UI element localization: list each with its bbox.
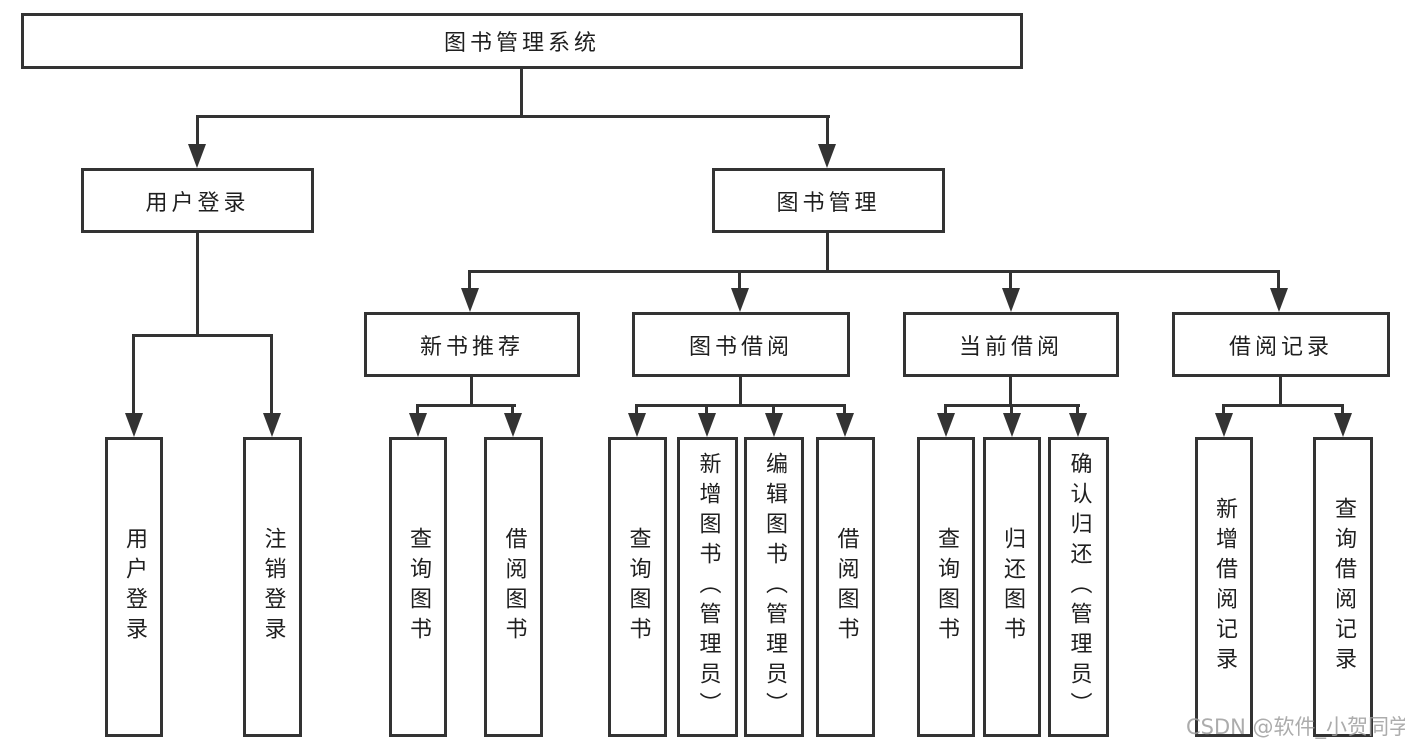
- leaf-label: 确认归还（管理员）: [1066, 452, 1092, 722]
- leaf-label: 新增借阅记录: [1212, 497, 1237, 677]
- csdn-watermark: CSDN @软件_小贺同学: [1186, 715, 1405, 739]
- connector-line: [520, 69, 523, 118]
- tree-node-label: 图书借阅: [688, 334, 793, 360]
- arrowhead-down: [765, 413, 783, 437]
- leaf-node-add-borrow-record: 新增借阅记录: [1195, 437, 1253, 737]
- leaf-label: 借阅图书: [501, 527, 527, 647]
- connector-line: [196, 233, 199, 336]
- arrowhead-down: [1334, 413, 1352, 437]
- connector-line: [1009, 270, 1012, 290]
- arrowhead-down: [188, 144, 206, 168]
- connector-line: [132, 334, 135, 416]
- arrowhead-down: [1215, 413, 1233, 437]
- arrowhead-down: [1003, 413, 1021, 437]
- tree-node-new-book-recommend: 新书推荐: [364, 312, 580, 377]
- connector-line: [826, 233, 829, 273]
- connector-line: [470, 377, 473, 406]
- connector-line: [270, 334, 273, 416]
- arrowhead-down: [461, 288, 479, 312]
- connector-line: [511, 404, 514, 416]
- leaf-label: 查询图书: [934, 527, 959, 647]
- leaf-node-borrow-book: 借阅图书: [816, 437, 875, 737]
- arrowhead-down: [263, 413, 281, 437]
- tree-node-user-login-label: 用户登录: [145, 190, 250, 216]
- connector-line: [468, 270, 471, 290]
- tree-node-book-borrow: 图书借阅: [632, 312, 850, 377]
- arrowhead-down: [818, 144, 836, 168]
- tree-node-root-label: 图书管理系统: [443, 31, 600, 56]
- connector-line: [196, 115, 830, 118]
- leaf-label: 新增图书（管理员）: [695, 452, 721, 722]
- tree-node-borrow-records: 借阅记录: [1172, 312, 1390, 377]
- leaf-node-logout: 注销登录: [243, 437, 302, 737]
- leaf-label: 查询图书: [406, 527, 431, 647]
- connector-line: [636, 404, 846, 407]
- connector-line: [705, 404, 708, 416]
- connector-line: [1222, 404, 1225, 416]
- leaf-label: 归还图书: [1000, 527, 1025, 647]
- connector-line: [944, 404, 947, 416]
- connector-line: [416, 404, 419, 416]
- connector-line: [635, 404, 638, 416]
- connector-line: [739, 377, 742, 406]
- leaf-node-query-book: 查询图书: [917, 437, 975, 737]
- arrowhead-down: [937, 413, 955, 437]
- leaf-label: 编辑图书（管理员）: [762, 452, 787, 722]
- arrowhead-down: [836, 413, 854, 437]
- tree-node-label: 当前借阅: [958, 334, 1063, 360]
- arrowhead-down: [409, 413, 427, 437]
- connector-line: [1076, 404, 1079, 416]
- arrowhead-down: [1069, 413, 1087, 437]
- leaf-label: 注销登录: [260, 527, 286, 647]
- leaf-node-query-book: 查询图书: [389, 437, 447, 737]
- arrowhead-down: [698, 413, 716, 437]
- connector-line: [1222, 404, 1344, 407]
- arrowhead-down: [1270, 288, 1288, 312]
- arrowhead-down: [628, 413, 646, 437]
- leaf-label: 查询借阅记录: [1331, 497, 1356, 677]
- leaf-node-edit-book-admin: 编辑图书（管理员）: [744, 437, 804, 737]
- arrowhead-down: [125, 413, 143, 437]
- leaf-node-borrow-book: 借阅图书: [484, 437, 543, 737]
- leaf-node-confirm-return-admin: 确认归还（管理员）: [1048, 437, 1109, 737]
- connector-line: [132, 334, 273, 337]
- leaf-label: 借阅图书: [833, 527, 859, 647]
- tree-node-label: 借阅记录: [1228, 334, 1333, 360]
- arrowhead-down: [504, 413, 522, 437]
- connector-line: [196, 115, 199, 147]
- leaf-node-query-borrow-record: 查询借阅记录: [1313, 437, 1373, 737]
- connector-line: [1009, 377, 1012, 406]
- tree-node-book-mgmt: 图书管理: [712, 168, 945, 233]
- leaf-label: 查询图书: [625, 527, 651, 647]
- leaf-label: 用户登录: [122, 527, 147, 647]
- arrowhead-down: [731, 288, 749, 312]
- connector-line: [772, 404, 775, 416]
- connector-line: [1277, 270, 1280, 290]
- arrowhead-down: [1002, 288, 1020, 312]
- connector-line: [843, 404, 846, 416]
- connector-line: [826, 115, 829, 147]
- leaf-node-user-login: 用户登录: [105, 437, 163, 737]
- leaf-node-add-book-admin: 新增图书（管理员）: [677, 437, 738, 737]
- connector-line: [738, 270, 741, 290]
- tree-node-current-borrow: 当前借阅: [903, 312, 1119, 377]
- connector-line: [1341, 404, 1344, 416]
- leaf-node-return-book: 归还图书: [983, 437, 1041, 737]
- tree-node-label: 新书推荐: [419, 334, 524, 360]
- tree-node-book-mgmt-label: 图书管理: [776, 190, 881, 216]
- connector-line: [1279, 377, 1282, 406]
- connector-line: [416, 404, 516, 407]
- connector-line: [468, 270, 1280, 273]
- tree-node-root: 图书管理系统: [21, 13, 1023, 69]
- connector-line: [1010, 404, 1013, 416]
- tree-node-user-login: 用户登录: [81, 168, 314, 233]
- leaf-node-query-book: 查询图书: [608, 437, 667, 737]
